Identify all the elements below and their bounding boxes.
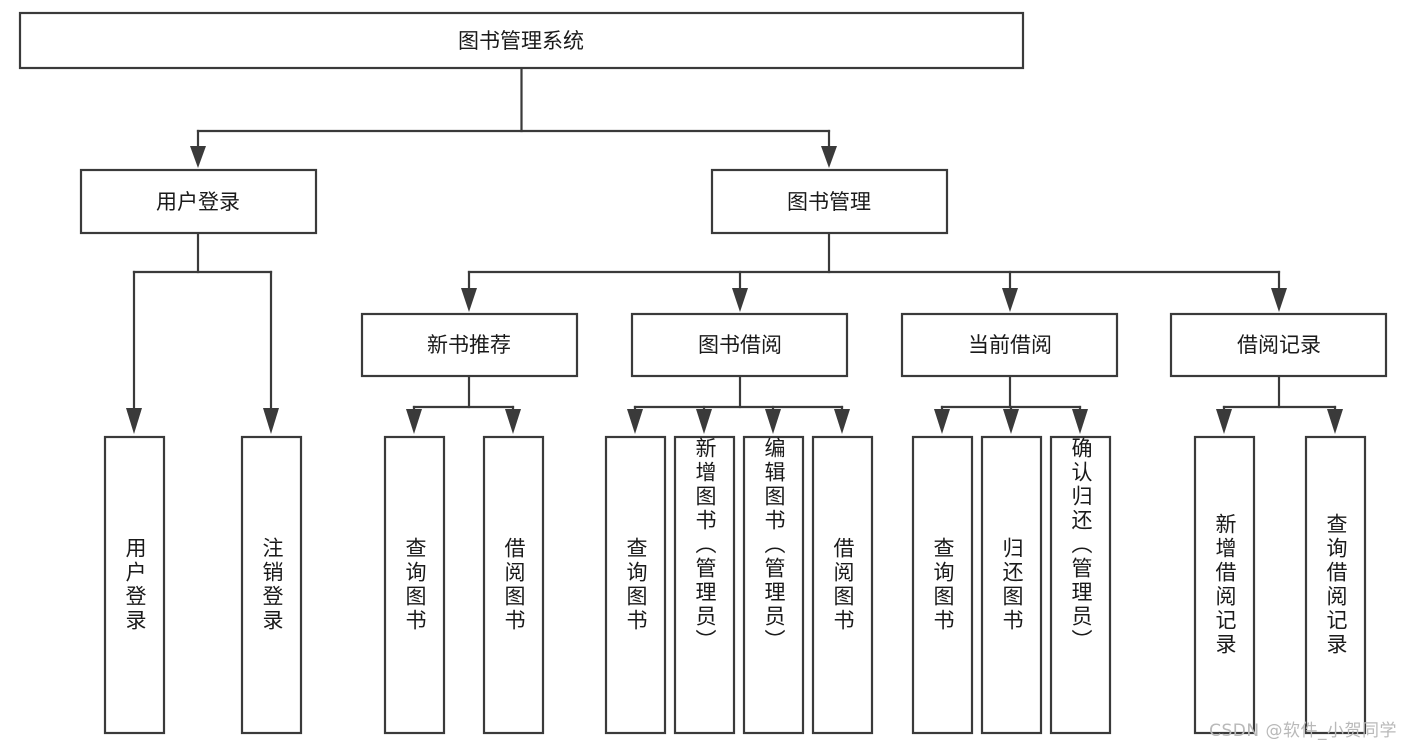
node-root[interactable]: 图书管理系统	[18, 11, 1025, 70]
node-leaf-return-book-box[interactable]	[980, 435, 1043, 735]
arrow-to-leaf-user-logout	[263, 408, 279, 434]
arrow-to-book-borrow	[732, 288, 748, 312]
arrow-to-current-borrow	[1002, 288, 1018, 312]
node-leaf-borrow-book-2-box[interactable]	[811, 435, 874, 735]
csdn-watermark: CSDN @软件_小贺同学	[1209, 721, 1397, 741]
node-leaf-borrow-book-1-box[interactable]	[482, 435, 545, 735]
arrow-to-leaf-add-book	[696, 409, 712, 434]
node-leaf-query-record-box[interactable]	[1304, 435, 1367, 735]
node-current-borrow-box[interactable]	[900, 312, 1119, 378]
node-new-book-recommend-label: 新书推荐	[427, 333, 511, 357]
node-user-login-label: 用户登录	[156, 190, 240, 214]
node-leaf-query-book-1-box[interactable]	[383, 435, 446, 735]
connector-layer	[126, 66, 1343, 434]
arrow-to-book-manage	[821, 146, 837, 168]
node-current-borrow-label: 当前借阅	[968, 333, 1052, 357]
node-leaf-add-record-box[interactable]	[1193, 435, 1256, 735]
arrow-to-leaf-query-book-3	[934, 409, 950, 434]
arrow-to-leaf-return-book	[1003, 409, 1019, 434]
node-user-login[interactable]: 用户登录	[79, 168, 318, 235]
node-leaf-user-logout-box[interactable]	[240, 435, 303, 735]
node-borrow-record-box[interactable]	[1169, 312, 1388, 378]
node-root-box[interactable]	[18, 11, 1025, 70]
arrow-to-leaf-borrow-book-2	[834, 409, 850, 434]
arrow-to-leaf-query-record	[1327, 409, 1343, 434]
node-book-manage-box[interactable]	[710, 168, 949, 235]
node-new-book-recommend-box[interactable]	[360, 312, 579, 378]
arrow-to-borrow-record	[1271, 288, 1287, 312]
node-book-borrow-label: 图书借阅	[698, 333, 782, 357]
node-leaf-add-book-box[interactable]	[673, 435, 736, 735]
node-user-login-box[interactable]	[79, 168, 318, 235]
node-borrow-record[interactable]: 借阅记录	[1169, 312, 1388, 378]
node-leaf-query-book-2-box[interactable]	[604, 435, 667, 735]
node-book-borrow[interactable]: 图书借阅	[630, 312, 849, 378]
node-leaf-confirm-return-box[interactable]	[1049, 435, 1112, 735]
node-leaf-query-book-3-box[interactable]	[911, 435, 974, 735]
node-leaf-user-login-box[interactable]	[103, 435, 166, 735]
arrow-to-leaf-query-book-2	[627, 409, 643, 434]
node-book-manage[interactable]: 图书管理	[710, 168, 949, 235]
arrow-to-leaf-add-record	[1216, 409, 1232, 434]
arrow-to-user-login	[190, 146, 206, 168]
node-borrow-record-label: 借阅记录	[1237, 333, 1321, 357]
node-root-label: 图书管理系统	[458, 29, 584, 53]
arrow-to-new-book-recommend	[461, 288, 477, 312]
arrow-to-leaf-borrow-book-1	[505, 409, 521, 434]
node-current-borrow[interactable]: 当前借阅	[900, 312, 1119, 378]
arrow-to-leaf-user-login	[126, 408, 142, 434]
node-book-borrow-box[interactable]	[630, 312, 849, 378]
arrow-to-leaf-edit-book	[765, 409, 781, 434]
arrow-to-leaf-confirm-return	[1072, 409, 1088, 434]
node-new-book-recommend[interactable]: 新书推荐	[360, 312, 579, 378]
node-layer: 图书管理系统 用户登录 图书管理 新书推荐 图书借阅 当前	[18, 11, 1388, 735]
arrow-to-leaf-query-book-1	[406, 409, 422, 434]
node-leaf-edit-book-box[interactable]	[742, 435, 805, 735]
node-book-manage-label: 图书管理	[787, 190, 871, 214]
